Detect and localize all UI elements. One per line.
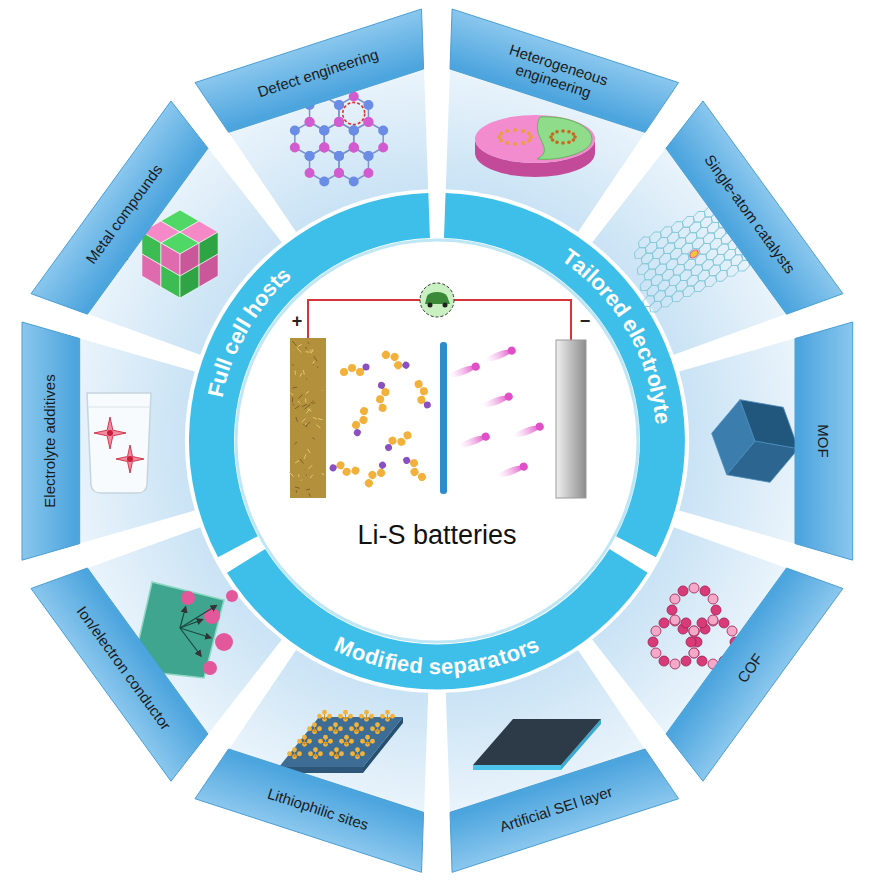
category-label: Tailored electrolyte xyxy=(442,191,687,559)
strategy-tab: Lithiophilic sites xyxy=(194,748,425,873)
strategy-label: COF xyxy=(690,590,810,746)
heterostructure-disk-icon xyxy=(475,115,595,177)
center-circle: Li-S batteries xyxy=(237,241,637,641)
strategy-tab: MOF xyxy=(794,321,854,561)
strategy-tab: Metal compounds xyxy=(30,100,209,315)
category-label: Modified separators xyxy=(225,547,650,691)
arc-letter: d xyxy=(408,652,424,679)
strategy-label: Metal compounds xyxy=(64,136,184,292)
lithiophilic-plate-icon xyxy=(279,710,403,773)
polarity-sign: − xyxy=(580,311,591,332)
category-band: Full cell hosts xyxy=(187,191,432,559)
mof-crystal-icon xyxy=(712,400,799,483)
category-band: Tailored electrolyte xyxy=(442,191,687,559)
strategy-label: Electrolyte additives xyxy=(42,351,59,531)
strategy-label: MOF xyxy=(815,351,832,531)
strategy-tab: Ion/electron conductor xyxy=(30,567,209,782)
strategy-tab: COF xyxy=(665,567,844,782)
polarity-sign: + xyxy=(292,311,303,332)
center-title: Li-S batteries xyxy=(237,519,637,551)
strategy-tab: Defect engineering xyxy=(194,8,425,133)
arc-letter: s xyxy=(429,654,441,680)
artificial-sei-plate-icon xyxy=(473,719,601,770)
electrolyte-beaker-icon xyxy=(87,393,151,493)
strategy-label: Ion/electron conductor xyxy=(64,590,184,746)
arc-letter: e xyxy=(441,653,454,680)
battery-illustration xyxy=(289,283,586,498)
category-label: Full cell hosts xyxy=(187,191,432,559)
arc-letter: e xyxy=(648,410,675,425)
strategy-tab: Artificial SEI layer xyxy=(449,748,680,873)
strategy-tab: Electrolyte additives xyxy=(21,321,81,561)
category-band: Modified separators xyxy=(225,547,650,691)
center-disc xyxy=(236,240,638,642)
arc-letter xyxy=(422,654,429,680)
strategy-label: Single-atom catalysts xyxy=(690,136,810,292)
strategy-tab: Heterogeneous engineering xyxy=(449,8,680,133)
strategy-tab: Single-atom catalysts xyxy=(665,100,844,315)
